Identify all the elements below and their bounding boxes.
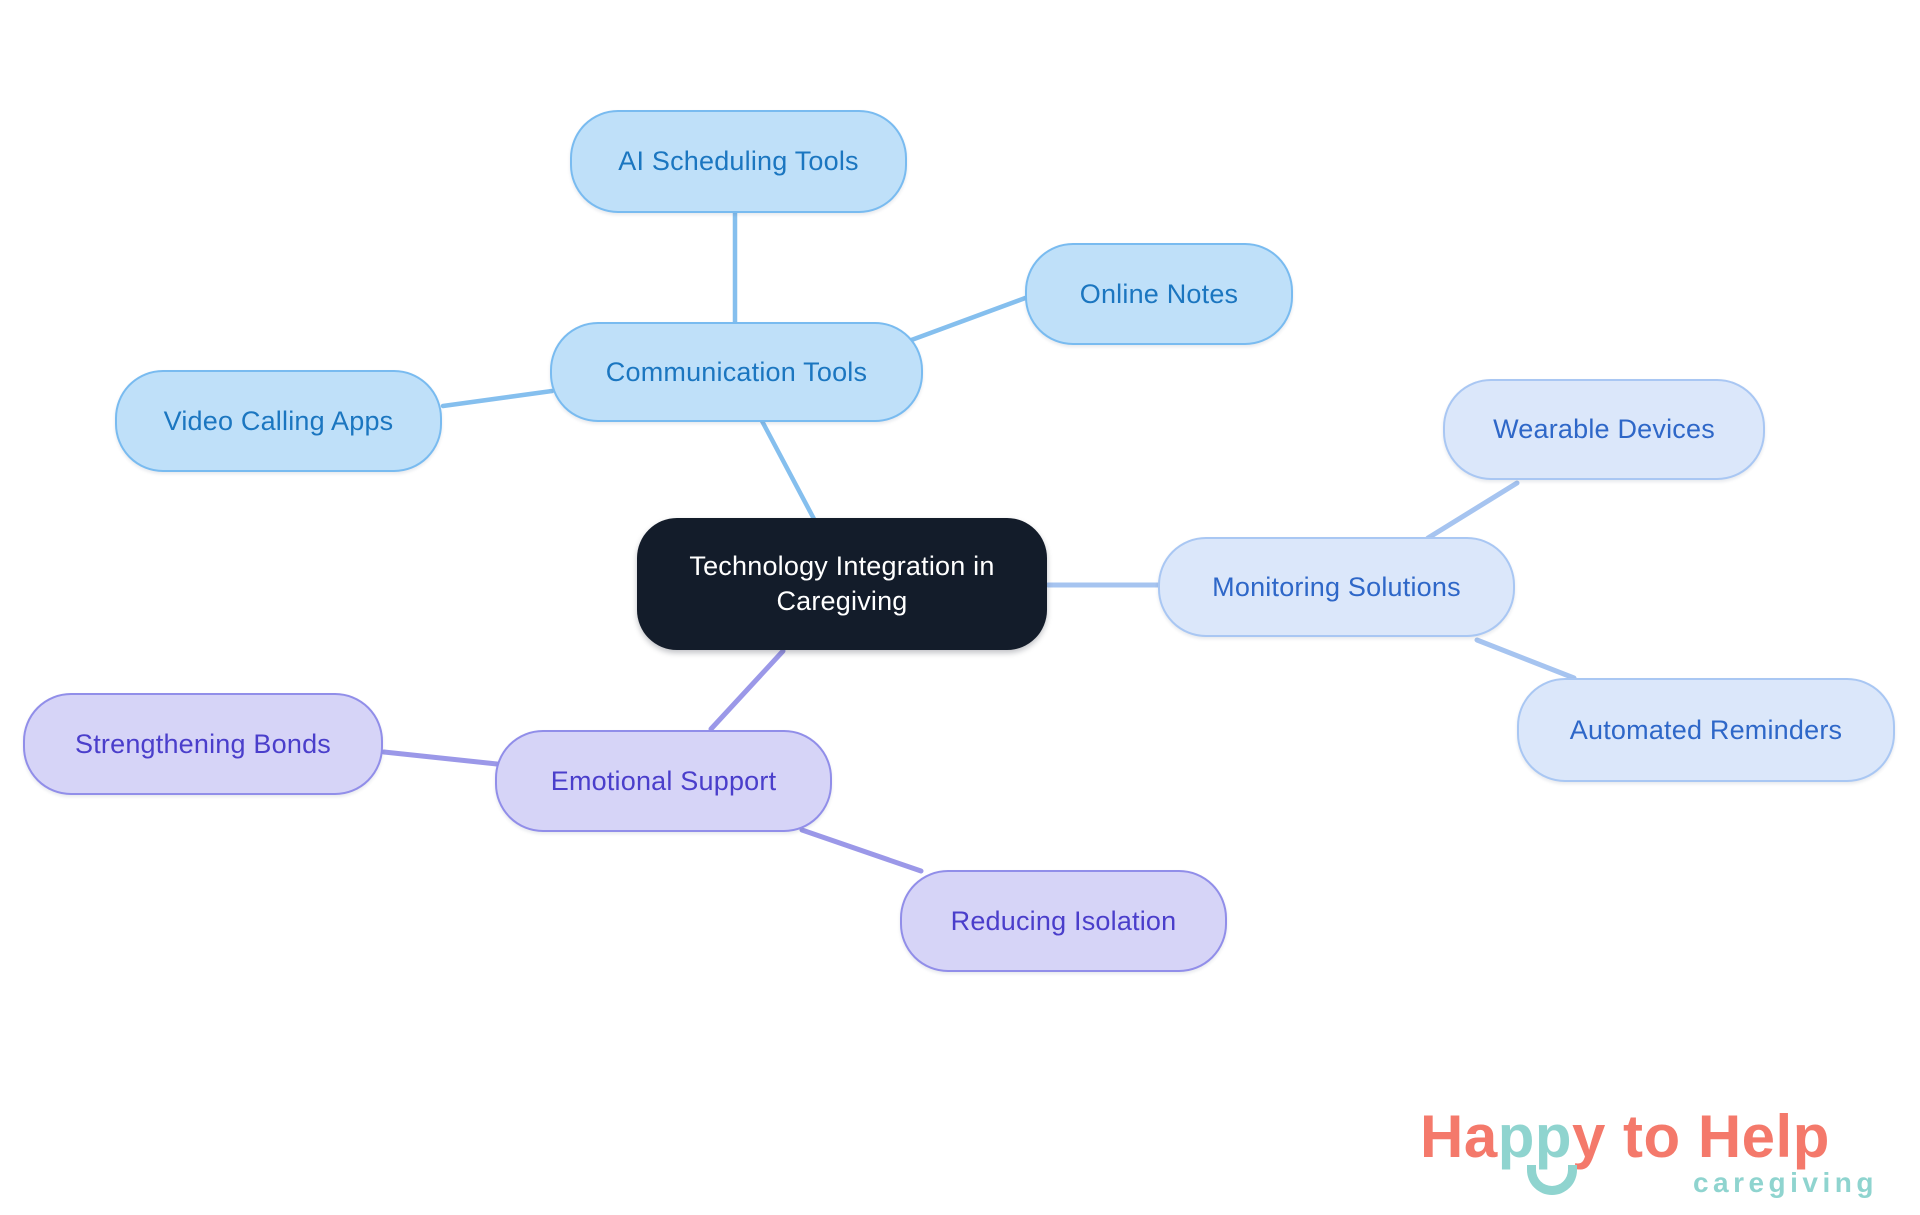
edge-center-communication [759,418,817,522]
edge-emotional-reducing [799,827,924,874]
edge-monitoring-wearable [1425,480,1520,541]
node-emotional-support[interactable]: Emotional Support [495,730,832,832]
node-reducing-isolation[interactable]: Reducing Isolation [900,870,1227,972]
logo-word-part-2: pp [1497,1103,1573,1170]
node-video-calling-apps[interactable]: Video Calling Apps [115,370,442,472]
node-automated-reminders[interactable]: Automated Reminders [1517,678,1895,782]
edge-monitoring-automated [1474,637,1577,681]
happy-to-help-logo: Happy to Help caregiving [1420,1103,1890,1208]
edge-center-emotional [708,648,786,732]
logo-smile-icon [1527,1165,1577,1195]
logo-wordmark: Happy to Help [1420,1103,1890,1167]
node-center-technology-integration[interactable]: Technology Integration in Caregiving [637,518,1047,650]
node-online-notes[interactable]: Online Notes [1025,243,1293,345]
logo-tagline: caregiving [1692,1167,1878,1198]
node-monitoring-solutions[interactable]: Monitoring Solutions [1158,537,1515,637]
node-ai-scheduling-tools[interactable]: AI Scheduling Tools [570,110,907,213]
node-strengthening-bonds[interactable]: Strengthening Bonds [23,693,383,795]
edge-communication-video-calling [440,388,555,409]
logo-word-part-1: Ha [1420,1103,1498,1170]
logo-word-part-3: y to Help [1572,1103,1830,1170]
edge-emotional-strengthening [381,749,500,767]
node-communication-tools[interactable]: Communication Tools [550,322,923,422]
node-wearable-devices[interactable]: Wearable Devices [1443,379,1765,480]
edge-communication-online-notes [903,294,1031,345]
